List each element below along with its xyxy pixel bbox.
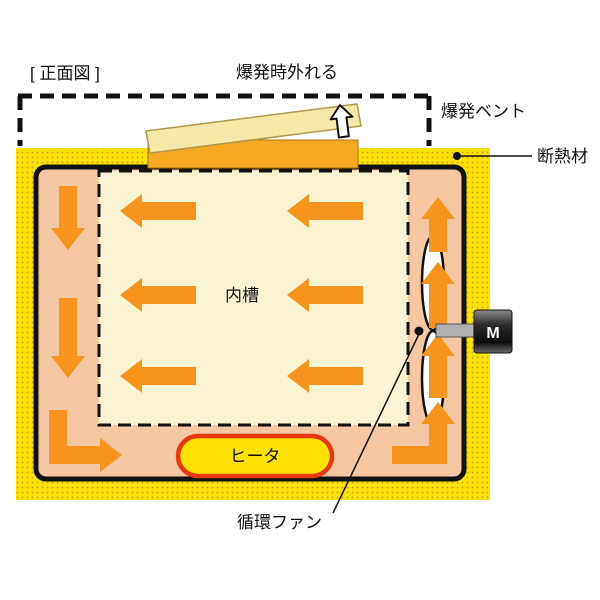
motor-shaft (435, 323, 477, 338)
insulation-pointer-dot (453, 152, 461, 160)
flow-arrow-down-left-1 (51, 186, 85, 250)
flow-arrow-down-left-2 (51, 298, 85, 378)
circulation-fan-label: 循環ファン (237, 513, 322, 532)
heater (175, 433, 335, 479)
inner-tank-label: 内槽 (225, 286, 259, 305)
front-view-title: [ 正面図 ] (30, 64, 100, 83)
motor-label: M (486, 325, 499, 342)
flow-arrows (49, 186, 455, 472)
flow-arrow-left-r3a (120, 359, 196, 393)
flow-arrow-corner-bottom-left (49, 410, 122, 472)
vent-lift-arrow-icon (329, 104, 354, 139)
flow-arrow-left-r1a (120, 194, 196, 228)
lid-dashed-outline (17, 93, 432, 146)
explosion-vent-label: 爆発ベント (441, 102, 526, 121)
flow-arrow-up-right-2 (421, 262, 455, 328)
insulation-label: 断熱材 (537, 147, 588, 166)
flow-arrow-left-r3b (287, 359, 363, 393)
flow-arrow-up-right-1 (421, 197, 455, 252)
flow-arrow-left-r2b (287, 278, 363, 312)
fan-hub-dot (414, 326, 424, 336)
motor-body (473, 309, 513, 354)
flow-arrow-left-r2a (120, 278, 196, 312)
detach-note-label: 爆発時外れる (236, 63, 338, 82)
vent-panel (145, 103, 362, 154)
fan-pointer-line (332, 333, 420, 514)
heater-label: ヒータ (230, 447, 281, 466)
flow-arrow-up-right-3 (421, 334, 455, 398)
flow-arrow-left-r1b (287, 194, 363, 228)
flow-arrow-corner-bottom-right (392, 402, 455, 464)
